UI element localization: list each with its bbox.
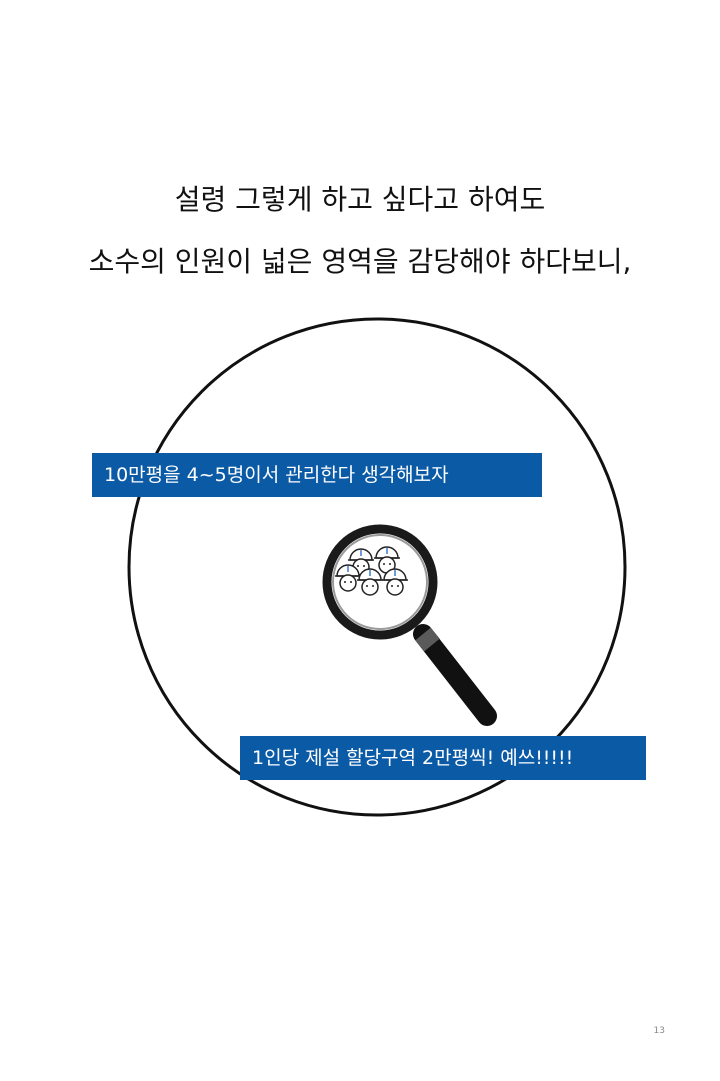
callout-area-per-person: 1인당 제설 할당구역 2만평씩! 예쓰!!!!! bbox=[240, 736, 646, 780]
worker-helmet-icon bbox=[374, 546, 400, 574]
worker-helmet-icon bbox=[382, 568, 408, 596]
worker-helmet-icon bbox=[335, 564, 361, 592]
callout-area-per-team: 10만평을 4~5명이서 관리한다 생각해보자 bbox=[92, 453, 542, 497]
worker-helmet-icon bbox=[357, 568, 383, 596]
headline-line-1: 설령 그렇게 하고 싶다고 하여도 bbox=[174, 183, 546, 216]
workers-group bbox=[335, 546, 408, 596]
page-number: 13 bbox=[653, 1026, 665, 1036]
headline-line-2: 소수의 인원이 넓은 영역을 감당해야 하다보니, bbox=[88, 245, 632, 278]
area-circle-icon bbox=[127, 317, 627, 817]
